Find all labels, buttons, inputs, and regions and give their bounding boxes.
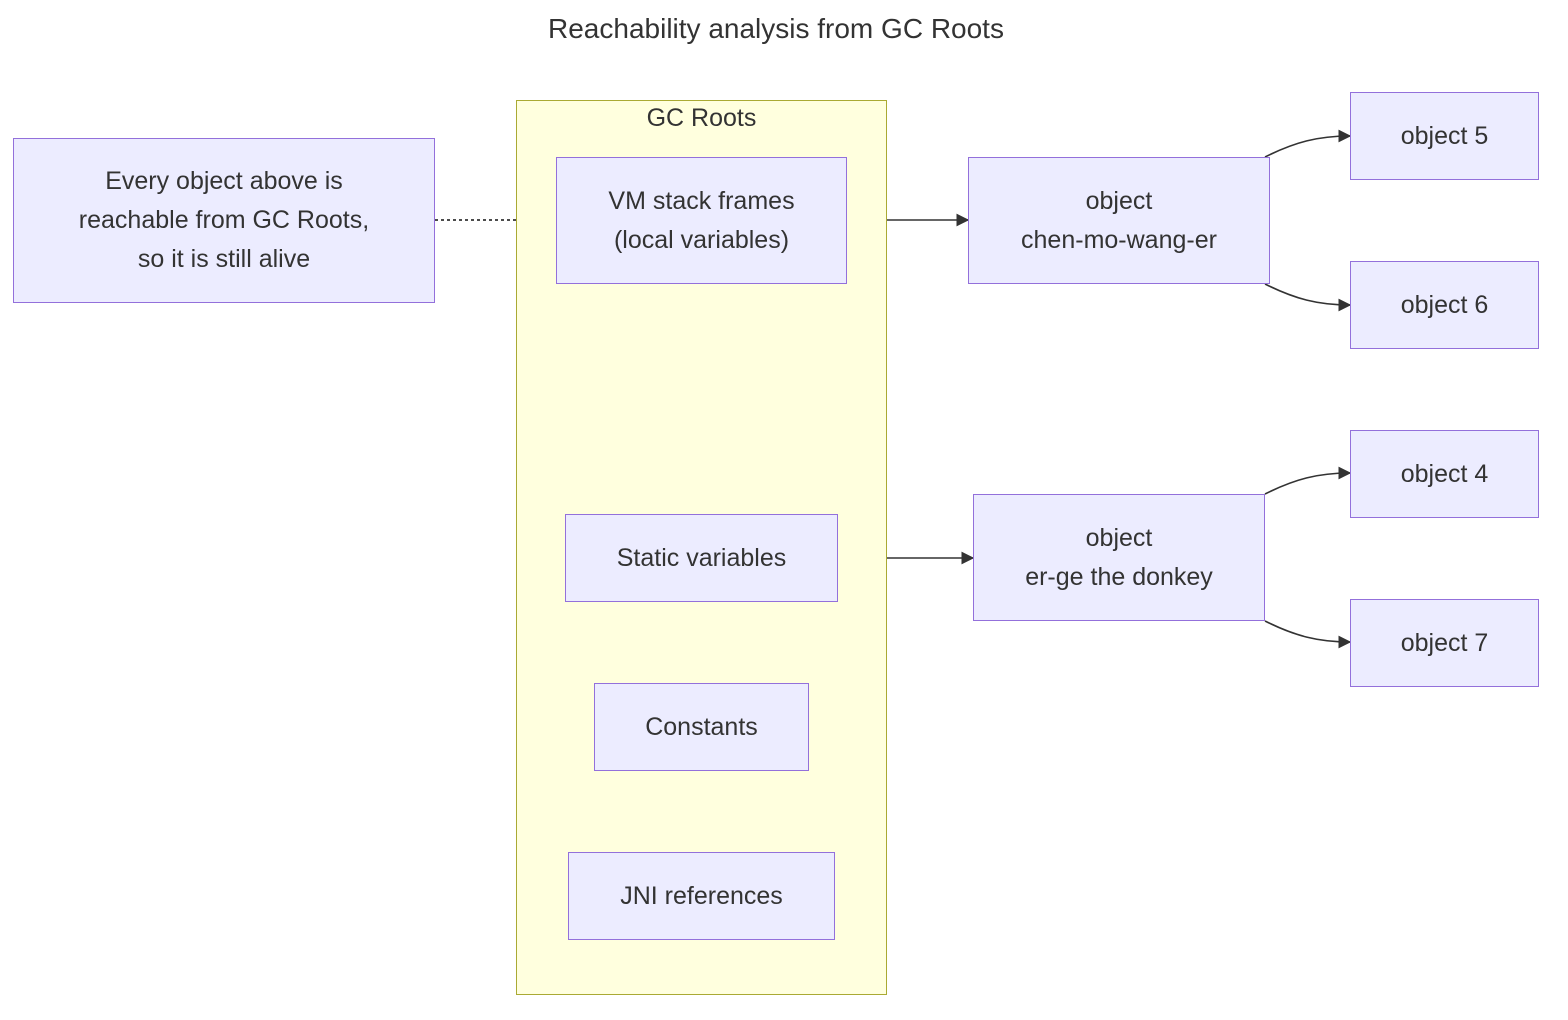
object-er-ge-node: object er-ge the donkey [973, 494, 1265, 621]
vm-stack-frames-node: VM stack frames (local variables) [556, 157, 847, 284]
object-6-node: object 6 [1350, 261, 1539, 349]
vm-stack-frames-line-1: VM stack frames [608, 186, 795, 215]
object-7-node: object 7 [1350, 599, 1539, 687]
edge-erge-to-object-7 [1264, 620, 1352, 649]
constants-node: Constants [594, 683, 809, 771]
edge-chen-to-object-5 [1264, 129, 1352, 158]
object-7-label: object 7 [1400, 628, 1489, 657]
note-node: Every object above is reachable from GC … [13, 138, 435, 303]
object-4-node: object 4 [1350, 430, 1539, 518]
edge-erge-to-object-4 [1264, 466, 1352, 495]
jni-references-label: JNI references [620, 881, 783, 910]
edge-chen-to-object-6 [1264, 283, 1352, 312]
gc-roots-cluster-label: GC Roots [646, 104, 757, 132]
constants-label: Constants [645, 712, 758, 741]
note-line-2: reachable from GC Roots, [78, 206, 370, 234]
note-line-1: Every object above is [105, 167, 343, 195]
static-variables-label: Static variables [616, 543, 787, 572]
diagram-title: Reachability analysis from GC Roots [548, 13, 1004, 44]
object-6-label: object 6 [1400, 290, 1489, 319]
object-erge-line-1: object [1085, 523, 1153, 552]
note-line-3: so it is still alive [137, 245, 311, 273]
static-variables-node: Static variables [565, 514, 838, 602]
object-chen-line-2: chen-mo-wang-er [1021, 225, 1217, 254]
object-5-label: object 5 [1400, 121, 1489, 150]
object-4-label: object 4 [1400, 459, 1489, 488]
object-chen-line-1: object [1085, 186, 1153, 215]
jni-references-node: JNI references [568, 852, 835, 940]
vm-stack-frames-line-2: (local variables) [613, 225, 790, 254]
object-5-node: object 5 [1350, 92, 1539, 180]
object-erge-line-2: er-ge the donkey [1025, 562, 1213, 591]
object-chen-mo-wang-er-node: object chen-mo-wang-er [968, 157, 1270, 284]
